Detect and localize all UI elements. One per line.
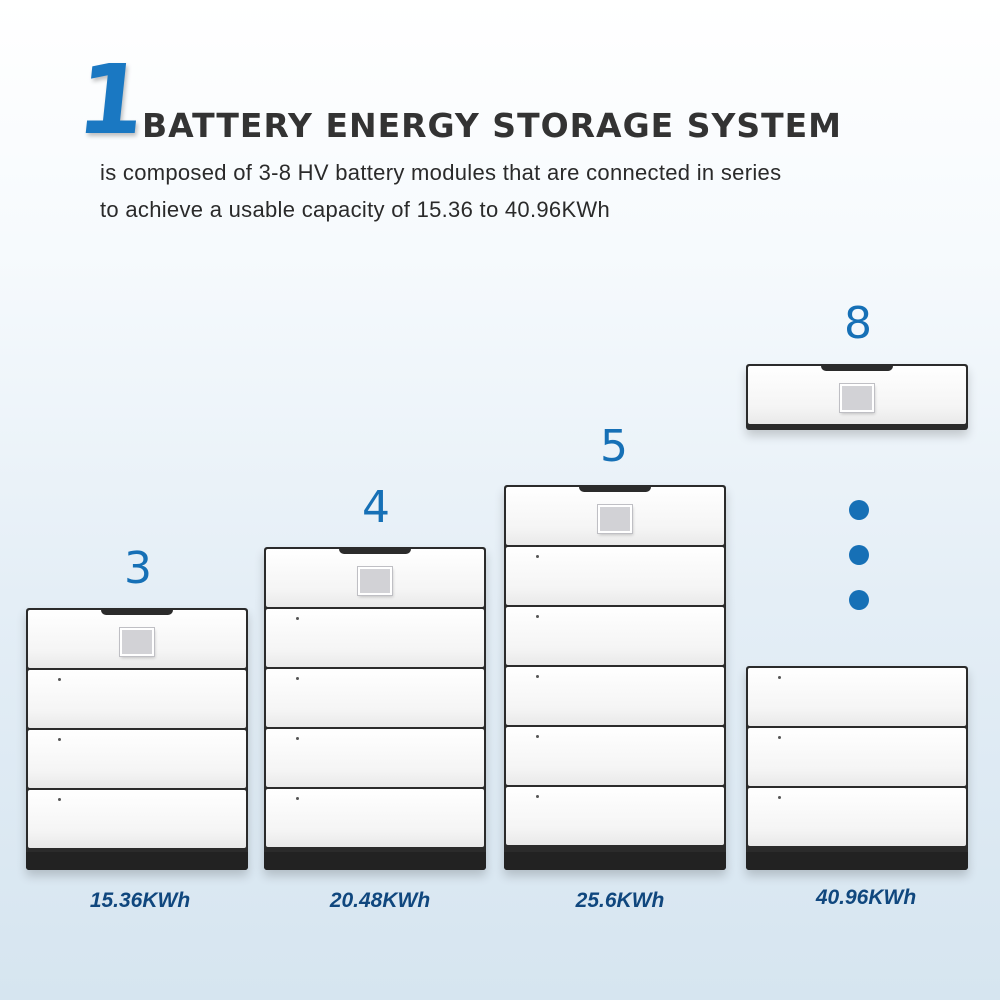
battery-module [748,728,966,786]
battery-module [266,729,484,787]
top-notch [101,610,173,615]
ellipsis-dot-icon [849,545,869,565]
battery-module [506,787,724,845]
stack-base [746,852,968,870]
battery-module [266,609,484,667]
battery-stack-4 [264,547,486,870]
capacity-label-8: 40.96KWh [815,886,917,909]
display-screen [358,567,392,595]
battery-module [506,607,724,665]
battery-module [748,668,966,726]
module-count-4: 4 [362,482,390,533]
display-screen [840,384,874,412]
header-number: 1 [72,44,151,156]
page-title: BATTERY ENERGY STORAGE SYSTEM [142,106,843,145]
battery-module [506,667,724,725]
battery-module [506,727,724,785]
control-module [506,487,724,545]
ellipsis-dot-icon [849,500,869,520]
indicator-led-icon [778,676,781,679]
stack-base [264,852,486,870]
indicator-led-icon [296,677,299,680]
description-line-2: to achieve a usable capacity of 15.36 to… [100,197,611,222]
stack-base [26,852,248,870]
indicator-led-icon [58,798,61,801]
battery-module [266,669,484,727]
battery-stack-8-top [746,364,968,430]
display-screen [598,505,632,533]
indicator-led-icon [58,678,61,681]
indicator-led-icon [296,617,299,620]
battery-stack-3 [26,608,248,870]
control-module [266,549,484,607]
module-count-8: 8 [844,298,872,349]
indicator-led-icon [536,615,539,618]
capacity-label-4: 20.48KWh [329,889,431,912]
module-count-5: 5 [600,421,628,472]
battery-module [748,788,966,846]
indicator-led-icon [778,796,781,799]
battery-stack-5 [504,485,726,870]
indicator-led-icon [296,797,299,800]
top-notch [821,366,893,371]
module-count-3: 3 [124,543,152,594]
battery-module [506,547,724,605]
battery-module [266,789,484,847]
control-module [28,610,246,668]
battery-stack-8-bottom [746,666,968,870]
battery-module [28,670,246,728]
ellipsis-dot-icon [849,590,869,610]
capacity-label-3: 15.36KWh [89,889,191,912]
indicator-led-icon [296,737,299,740]
indicator-led-icon [58,738,61,741]
indicator-led-icon [536,555,539,558]
indicator-led-icon [778,736,781,739]
indicator-led-icon [536,675,539,678]
battery-module [28,790,246,848]
control-module [748,366,966,424]
indicator-led-icon [536,735,539,738]
battery-module [28,730,246,788]
stack-base [504,852,726,870]
display-screen [120,628,154,656]
capacity-label-5: 25.6KWh [575,889,665,912]
top-notch [339,549,411,554]
description-line-1: is composed of 3-8 HV battery modules th… [100,160,782,185]
indicator-led-icon [536,795,539,798]
top-notch [579,487,651,492]
